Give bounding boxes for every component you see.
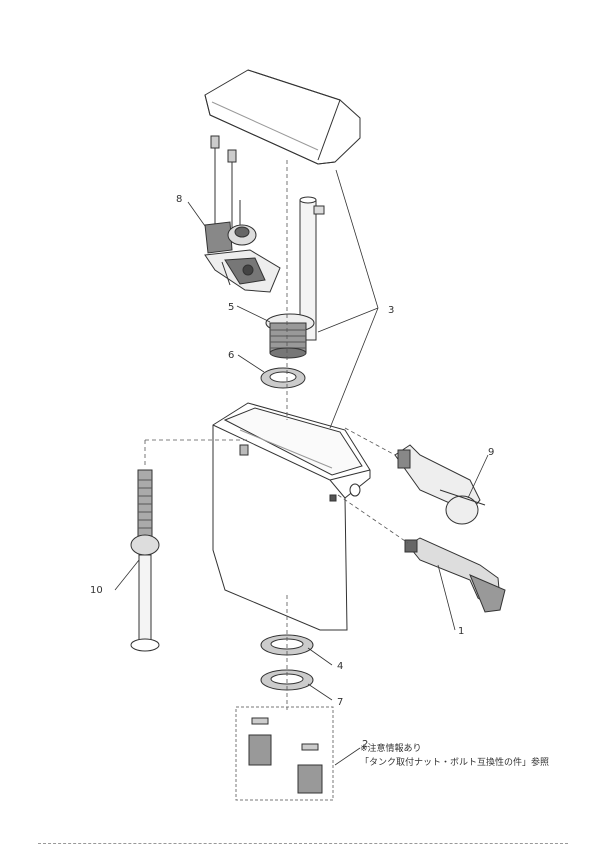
- callout-2: 2: [362, 739, 368, 750]
- callout-9: 9: [488, 447, 494, 458]
- tank-lid: [204, 69, 361, 165]
- leader-lines: [114, 169, 489, 766]
- callout-1: 1: [458, 626, 464, 637]
- compatibility-note: 「タンク取付ナット・ボルト互換性の件」参照: [360, 758, 550, 768]
- tank-bolts-2: [235, 706, 334, 801]
- page-edge-line: [38, 843, 568, 844]
- flush-valve-assembly: [204, 135, 281, 293]
- float-valve-9: [394, 444, 486, 525]
- callout-10: 10: [90, 585, 103, 596]
- callout-8: 8: [176, 194, 182, 205]
- callout-3: 3: [388, 305, 394, 316]
- gasket-6: [260, 367, 306, 389]
- tank-body: [212, 402, 371, 631]
- supply-pipe-10: [130, 469, 160, 652]
- valve-body-5: [265, 313, 315, 359]
- caution-note: ※注意情報あり: [360, 744, 422, 754]
- callout-7: 7: [337, 697, 343, 708]
- callout-4: 4: [337, 661, 343, 672]
- flush-lever-1: [404, 537, 506, 613]
- callout-5: 5: [228, 302, 234, 313]
- overflow-pipe: [299, 196, 325, 341]
- callout-6: 6: [228, 350, 234, 361]
- alignment-lines: [144, 160, 409, 710]
